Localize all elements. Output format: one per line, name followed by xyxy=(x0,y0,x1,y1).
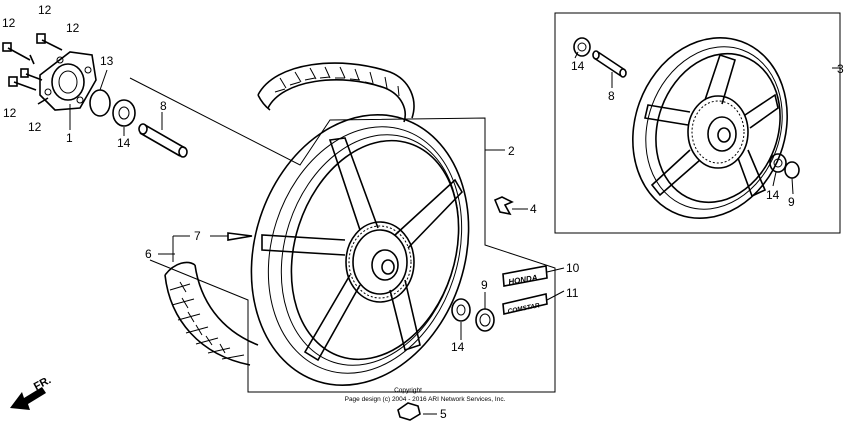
callout-6: 6 xyxy=(145,247,152,261)
callout-2: 2 xyxy=(508,144,515,158)
comstar-decal: COMSTAR xyxy=(502,293,548,315)
callout-14: 14 xyxy=(117,136,131,150)
callout-12: 12 xyxy=(28,120,42,134)
callout-5: 5 xyxy=(440,407,447,421)
tire-drawing-lower xyxy=(164,261,259,366)
callout-12: 12 xyxy=(38,3,52,17)
rear-wheel-inset xyxy=(554,12,841,234)
callout-14: 14 xyxy=(766,188,780,202)
valve-drawing xyxy=(210,232,253,241)
callout-11: 11 xyxy=(566,286,579,300)
copyright-line-1: Copyright xyxy=(394,387,422,394)
honda-decal-text: HONDA xyxy=(508,273,539,287)
collar-drawing-a xyxy=(138,123,188,158)
tire-drawing-upper xyxy=(257,62,415,123)
front-direction-arrow: FR. xyxy=(10,374,53,410)
callout-8: 8 xyxy=(608,89,615,103)
callout-12: 12 xyxy=(66,21,80,35)
rear-wheel-drawing xyxy=(632,37,788,219)
cap-nut-drawing xyxy=(397,402,421,421)
bolt-drawings xyxy=(2,33,63,105)
bearing-drawing-a xyxy=(112,99,136,127)
seal-drawing-a xyxy=(475,308,495,332)
direction-label: FR. xyxy=(32,374,53,393)
front-wheel-drawing xyxy=(250,114,470,386)
seal-drawing-b xyxy=(784,161,800,179)
comstar-decal-text: COMSTAR xyxy=(507,302,540,315)
front-wheel-frame xyxy=(129,77,556,393)
bearing-drawing-b xyxy=(451,298,471,322)
callout-12: 12 xyxy=(3,106,17,120)
collar-drawing-b xyxy=(592,50,627,78)
callout-13: 13 xyxy=(100,54,114,68)
clip-drawing xyxy=(493,196,514,216)
callout-1: 1 xyxy=(66,131,73,145)
copyright-line-2: Page design (c) 2004 - 2016 ARI Network … xyxy=(345,396,506,403)
callout-8: 8 xyxy=(160,99,167,113)
callout-14: 14 xyxy=(571,59,585,73)
leader-lines xyxy=(69,51,794,415)
callout-14: 14 xyxy=(451,340,465,354)
bearing-drawing-d xyxy=(769,153,787,173)
callout-12: 12 xyxy=(2,16,16,30)
callout-4: 4 xyxy=(530,202,537,216)
callout-10: 10 xyxy=(566,261,580,275)
callout-9: 9 xyxy=(788,195,795,209)
callout-3: 3 xyxy=(837,62,844,76)
bearing-drawing-c xyxy=(573,37,591,57)
honda-decal: HONDA xyxy=(502,265,548,287)
callout-9: 9 xyxy=(481,278,488,292)
callout-labels: 12 12 12 12 12 13 1 14 8 2 4 7 6 9 14 10… xyxy=(2,3,844,421)
hub-flange-drawing xyxy=(39,51,97,111)
o-ring-drawing xyxy=(89,89,111,117)
callout-7: 7 xyxy=(194,229,201,243)
